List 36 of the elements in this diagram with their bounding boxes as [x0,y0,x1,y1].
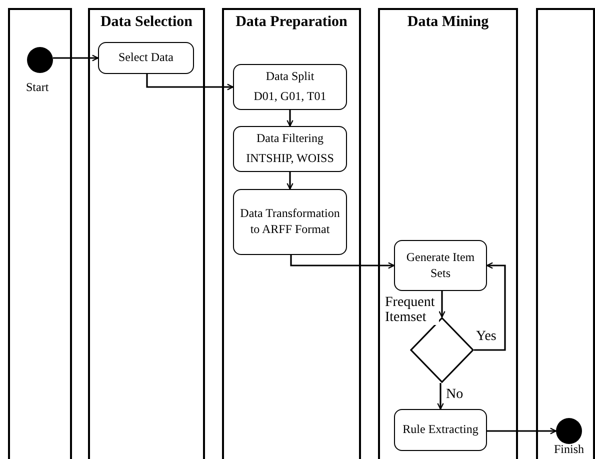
edge-label: Frequent Itemset [385,296,439,326]
activity-label: Generate Item Sets [405,250,476,282]
activity-label: Data Split [266,69,314,85]
activity-box [233,126,347,172]
arrow [437,383,444,410]
arrow [438,291,446,318]
activity-box [233,64,347,110]
terminal-label: Finish [554,442,584,457]
terminal-node [27,47,53,73]
swimlane [8,8,72,459]
activity-label: D01, G01, T01 [254,89,326,105]
activity-label: Select Data [118,50,174,66]
arrow [53,54,99,62]
lane-title: Data Preparation [234,14,348,31]
arrow [487,428,557,434]
swimlane [378,8,518,459]
activity-label: Rule Extracting [402,422,478,438]
lane-title: Data Mining [406,14,490,31]
terminal-label: Start [26,80,49,95]
activity-label: INTSHIP, WOISS [246,151,334,167]
activity-label: Data Filtering [256,131,324,147]
activity-box [394,240,487,291]
swimlane [222,8,361,459]
arrow [290,255,395,269]
lane-title: Data Selection [99,14,194,31]
arrow [474,262,506,351]
arrow [146,74,234,90]
swimlane [536,8,595,459]
activity-box [233,189,347,255]
arrow [286,172,294,190]
activity-label: Data Transformation to ARFF Format [239,206,341,238]
activity-box [394,409,487,451]
swimlane [88,8,205,459]
activity-box [98,42,194,74]
arrow [286,110,294,127]
terminal-node [556,418,582,444]
